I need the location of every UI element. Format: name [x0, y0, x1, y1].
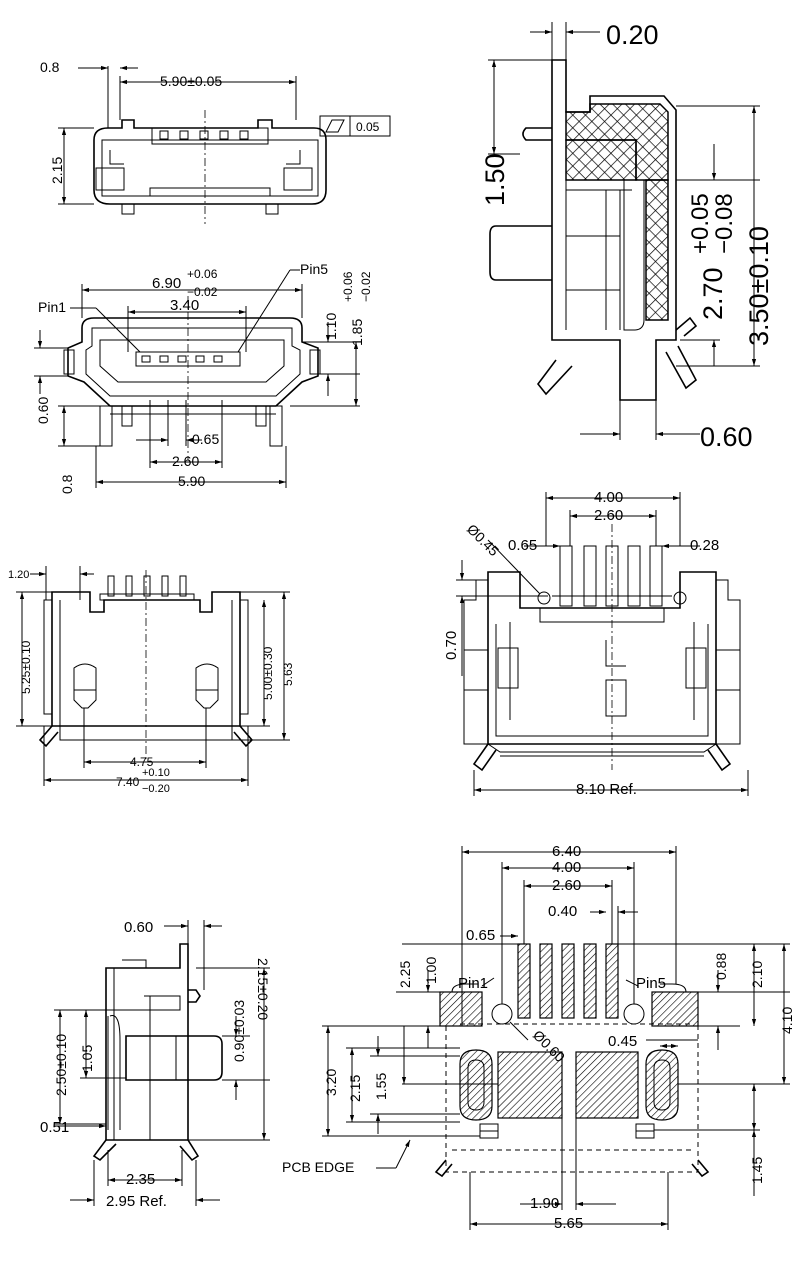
front-top-dim-width: 5.90±0.05 [160, 73, 222, 89]
side-bottom-view: 0.60 0.90±0.03 2.15±0.20 2.50±0.10 1.05 … [40, 919, 271, 1210]
sidebottom-dim-250: 2.50±0.10 [53, 1034, 69, 1096]
side-dim-020: 0.20 [606, 20, 659, 50]
pcb-dim-190: 1.90 [530, 1195, 559, 1212]
topleft-dim-563: 5.63 [281, 662, 295, 686]
side-dim-270-tol-up: +0.05 [687, 193, 714, 254]
front-dim-260: 2.60 [172, 453, 199, 469]
topleft-dim-740-tol-up: +0.10 [142, 767, 170, 779]
topright-dim-400: 4.00 [594, 489, 623, 506]
front-dim-340: 3.40 [170, 297, 199, 314]
sidebottom-dim-295: 2.95 Ref. [106, 1193, 167, 1210]
pcb-dim-260: 2.60 [552, 877, 581, 894]
topleft-dim-740: 7.40 [116, 775, 140, 789]
front-dim-08: 0.8 [59, 474, 75, 494]
topright-dim-260: 2.60 [594, 507, 623, 524]
side-dim-060: 0.60 [700, 422, 753, 452]
pcb-dim-400: 4.00 [552, 859, 581, 876]
side-dim-350: 3.50±0.10 [744, 226, 774, 346]
front-pin1-label: Pin1 [38, 299, 66, 315]
sidebottom-dim-051: 0.51 [40, 1119, 69, 1136]
topleft-dim-120: 1.20 [8, 569, 29, 581]
front-dim-065: 0.65 [192, 431, 219, 447]
front-dim-690-tol-up: +0.06 [187, 267, 218, 281]
pcb-dim-410: 4.10 [779, 1007, 795, 1034]
topleft-dim-475: 4.75 [130, 755, 154, 769]
topright-dim-028: 0.28 [690, 537, 719, 554]
topright-dim-070: 0.70 [443, 631, 460, 660]
pcb-dim-215: 2.15 [347, 1075, 363, 1102]
topright-dim-065: 0.65 [508, 537, 537, 554]
front-dim-060: 0.60 [35, 397, 51, 424]
side-dim-270-tol-dn: −0.08 [711, 193, 738, 254]
pcb-dim-040: 0.40 [548, 903, 577, 920]
front-dim-185-tol-up: +0.06 [341, 271, 355, 302]
topleft-dim-525: 5.25±0.10 [19, 640, 33, 694]
pcb-dim-210: 2.10 [749, 961, 765, 988]
sidebottom-dim-215: 2.15±0.20 [255, 958, 271, 1020]
pcb-pin1-label: Pin1 [458, 975, 488, 992]
sidebottom-dim-090: 0.90±0.03 [231, 1000, 247, 1062]
sidebottom-dim-235: 2.35 [126, 1171, 155, 1188]
pcb-dim-155: 1.55 [373, 1073, 389, 1100]
flatness-value: 0.05 [356, 120, 380, 134]
front-top-dim-left: 0.8 [40, 59, 60, 75]
front-top-view: 0.8 5.90±0.05 2.15 0.05 [40, 59, 391, 224]
front-main-view: 6.90 +0.06 −0.02 3.40 Pin1 Pin5 1.10 1.8… [34, 261, 373, 494]
sidebottom-dim-105: 1.05 [79, 1045, 95, 1072]
topleft-dim-740-tol-dn: −0.20 [142, 783, 170, 795]
front-top-dim-height: 2.15 [49, 157, 65, 184]
front-pin5-label: Pin5 [300, 261, 328, 277]
side-dim-150: 1.50 [480, 153, 510, 206]
pcb-edge-label: PCB EDGE [282, 1159, 354, 1175]
side-section-view: 0.20 1.50 2.70 +0.05 −0.08 3.50±0.10 0.6… [480, 20, 774, 452]
front-dim-690-tol-dn: −0.02 [187, 285, 218, 299]
pcb-dim-145: 1.45 [749, 1157, 765, 1184]
front-dim-690: 6.90 [152, 275, 181, 292]
pcb-dim-565: 5.65 [554, 1215, 583, 1232]
front-dim-185-tol-dn: −0.02 [359, 271, 373, 302]
top-left-view: 1.20 5.25±0.10 5.00±0.30 5.63 4.75 7.40 … [8, 566, 295, 795]
pcb-pin5-label: Pin5 [636, 975, 666, 992]
pcb-dim-088: 0.88 [713, 953, 729, 980]
front-dim-590: 5.90 [178, 473, 205, 489]
side-dim-270: 2.70 [698, 267, 728, 320]
topright-dim-810: 8.10 Ref. [576, 781, 637, 798]
pcb-dim-065: 0.65 [466, 927, 495, 944]
front-dim-185: 1.85 [349, 319, 365, 346]
front-dim-110: 1.10 [323, 313, 339, 340]
top-right-view: 4.00 2.60 Ø0.45 0.65 0.28 0.70 8.10 Ref. [443, 489, 749, 798]
pcb-dim-640: 6.40 [552, 843, 581, 860]
pcb-dim-320: 3.20 [323, 1069, 339, 1096]
sidebottom-dim-060: 0.60 [124, 919, 153, 936]
pcb-dim-045: 0.45 [608, 1033, 637, 1050]
pcb-layout-view: 6.40 4.00 2.60 0.40 0.65 2.25 1.00 Pin1 … [282, 843, 795, 1232]
pcb-dim-225: 2.25 [397, 961, 413, 988]
pcb-dim-100: 1.00 [423, 957, 439, 984]
topleft-dim-500: 5.00±0.30 [261, 646, 275, 700]
topright-dim-045: Ø0.45 [464, 521, 502, 559]
